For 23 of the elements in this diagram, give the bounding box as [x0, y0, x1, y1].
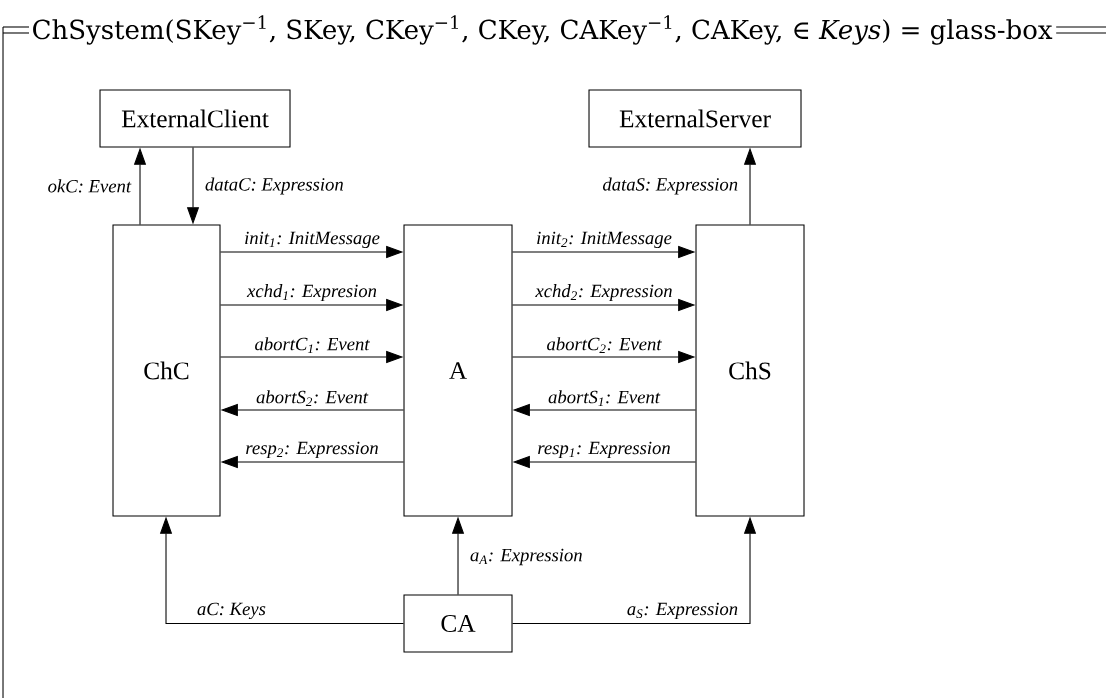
edge-label: xchd$_{2}$: Expression — [535, 284, 672, 302]
process-box: A — [403, 224, 513, 517]
title: ChSystem(SKey$^{−1}$, SKey, CKey$^{−1}$, CKey, CAKey$^{−1}$, CAKey, ∈ Keys) = glass-box — [33, 15, 1053, 45]
edge-label: resp$_{2}$: Expression — [246, 441, 378, 459]
edge-label: dataS: Expression — [603, 177, 738, 195]
edge-label: xchd$_{1}$: Expresion — [246, 284, 377, 302]
process-box: CA — [403, 594, 513, 653]
edge-label: abortC$_{1}$: Event — [255, 337, 370, 354]
edge-label: a$_{A}$: Expression — [470, 548, 582, 566]
edge-label: resp$_{1}$: Expression — [538, 441, 670, 459]
process-box: ExternalClient — [99, 89, 291, 148]
process-box: ExternalServer — [588, 89, 802, 148]
edge-label: init$_{2}$: InitMessage — [537, 231, 672, 249]
edge-label: abortS$_{2}$: Event — [256, 390, 369, 407]
edge-label: abortC$_{2}$: Event — [547, 337, 662, 354]
process-box: ChS — [695, 224, 805, 517]
edge-label: a$_{S}$: Expression — [627, 602, 738, 620]
edge-label: abortS$_{1}$: Event — [548, 390, 661, 407]
edge-label: okC: Event — [48, 179, 132, 193]
edge-label: aC: Keys — [197, 602, 266, 620]
edge-label: dataC: Expression — [205, 177, 343, 195]
edge-label: init$_{1}$: InitMessage — [245, 231, 380, 249]
process-box: ChC — [112, 224, 221, 517]
